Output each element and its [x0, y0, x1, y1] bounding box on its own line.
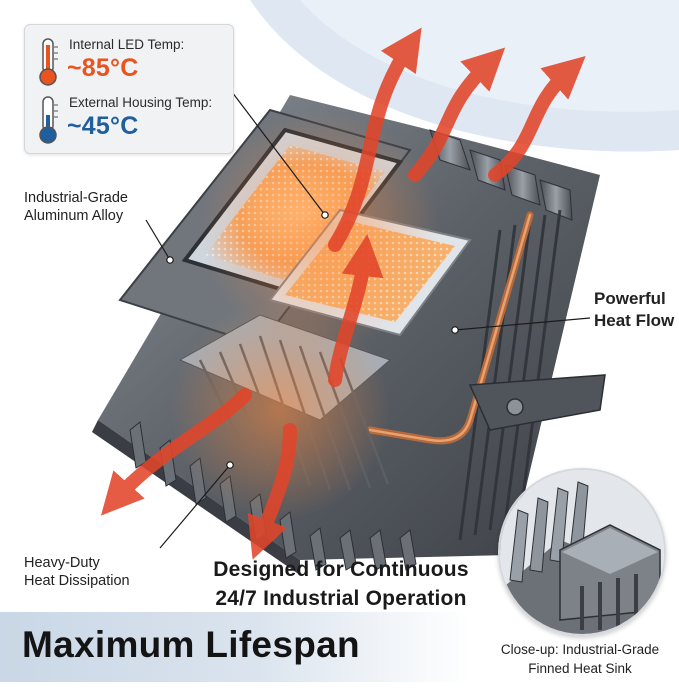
- thermometer-cool-icon: [39, 96, 58, 144]
- temperature-card: Internal LED Temp: ~85°C External Housin…: [24, 24, 234, 154]
- callout-flow-line2: Heat Flow: [594, 311, 675, 330]
- headline-band: [0, 612, 470, 682]
- callout-flow-line1: Powerful: [594, 289, 666, 308]
- callout-aluminum-alloy: Industrial-Grade Aluminum Alloy: [24, 189, 128, 225]
- internal-temp-label: Internal LED Temp:: [69, 37, 185, 52]
- thermometer-hot-icon: [39, 38, 58, 86]
- external-temp-label: External Housing Temp:: [69, 95, 213, 110]
- callout-dissip-line1: Heavy-Duty: [24, 555, 100, 571]
- heat-arrows: [100, 27, 586, 560]
- closeup-caption-line2: Finned Heat Sink: [528, 661, 632, 676]
- callout-alloy-line2: Aluminum Alloy: [24, 208, 124, 224]
- internal-temp-value: ~85°C: [67, 54, 139, 82]
- tagline-line1: Designed for Continuous: [213, 558, 469, 581]
- internal-temp-row: Internal LED Temp: ~85°C: [35, 33, 231, 91]
- closeup-heat-sink-image: [498, 468, 666, 636]
- heat-sink-closeup-icon: [500, 470, 664, 634]
- callout-alloy-line1: Industrial-Grade: [24, 190, 128, 206]
- external-temp-value: ~45°C: [67, 112, 139, 140]
- headline: Maximum Lifespan: [22, 624, 360, 665]
- callout-heat-flow: Powerful Heat Flow: [594, 288, 674, 332]
- tagline-line2: 24/7 Industrial Operation: [215, 587, 467, 610]
- callout-heat-dissipation: Heavy-Duty Heat Dissipation: [24, 554, 130, 590]
- closeup-caption-line1: Close-up: Industrial-Grade: [500, 642, 660, 657]
- callout-dissip-line2: Heat Dissipation: [24, 573, 130, 589]
- external-temp-row: External Housing Temp: ~45°C: [35, 91, 231, 149]
- tagline: Designed for Continuous 24/7 Industrial …: [196, 555, 486, 613]
- closeup-caption: Close-up: Industrial-Grade Finned Heat S…: [486, 640, 674, 678]
